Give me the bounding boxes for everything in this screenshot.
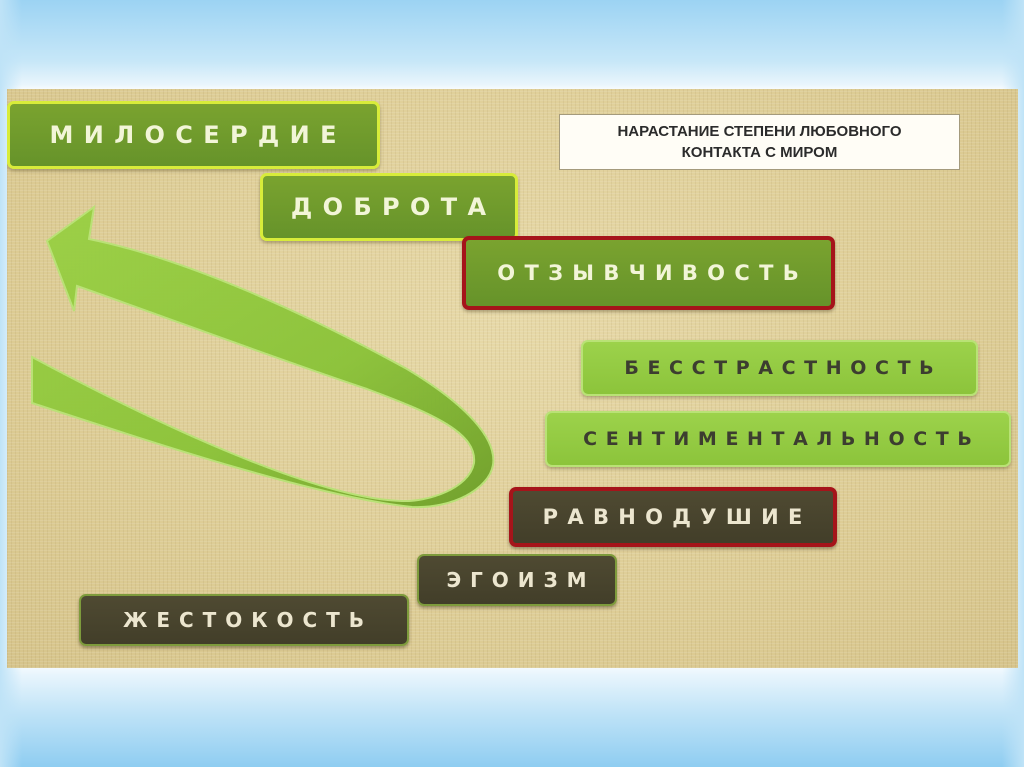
diagram-title: НАРАСТАНИЕ СТЕПЕНИ ЛЮБОВНОГО КОНТАКТА С … [559, 114, 960, 170]
label-zhestokost: Ж Е С Т О К О С Т Ь [79, 594, 409, 646]
title-line-1: НАРАСТАНИЕ СТЕПЕНИ ЛЮБОВНОГО [617, 123, 902, 140]
label-otzyvchivost-text: О Т З Ы В Ч И В О С Т Ь [497, 261, 800, 285]
curved-up-arrow-icon [31, 204, 495, 509]
title-line-2: КОНТАКТА С МИРОМ [681, 144, 838, 161]
label-dobrota: Д О Б Р О Т А [260, 173, 518, 241]
label-sentimentalnost: С Е Н Т И М Е Н Т А Л Ь Н О С Т Ь [545, 411, 1011, 467]
label-zhestokost-text: Ж Е С Т О К О С Т Ь [122, 608, 366, 632]
label-ravnodushie: Р А В Н О Д У Ш И Е [509, 487, 837, 547]
label-miloserdie-text: М И Л О С Е Р Д И Е [49, 121, 338, 149]
slide-canvas: НАРАСТАНИЕ СТЕПЕНИ ЛЮБОВНОГО КОНТАКТА С … [7, 89, 1018, 668]
label-sentimentalnost-text: С Е Н Т И М Е Н Т А Л Ь Н О С Т Ь [583, 428, 973, 450]
label-besstrastnost-text: Б Е С С Т Р А С Т Н О С Т Ь [624, 357, 935, 379]
label-egoizm: Э Г О И З М [417, 554, 617, 606]
label-egoizm-text: Э Г О И З М [446, 568, 588, 592]
label-ravnodushie-text: Р А В Н О Д У Ш И Е [542, 505, 804, 529]
label-miloserdie: М И Л О С Е Р Д И Е [7, 101, 380, 169]
label-besstrastnost: Б Е С С Т Р А С Т Н О С Т Ь [581, 340, 978, 396]
label-dobrota-text: Д О Б Р О Т А [290, 193, 488, 221]
label-otzyvchivost: О Т З Ы В Ч И В О С Т Ь [462, 236, 835, 310]
